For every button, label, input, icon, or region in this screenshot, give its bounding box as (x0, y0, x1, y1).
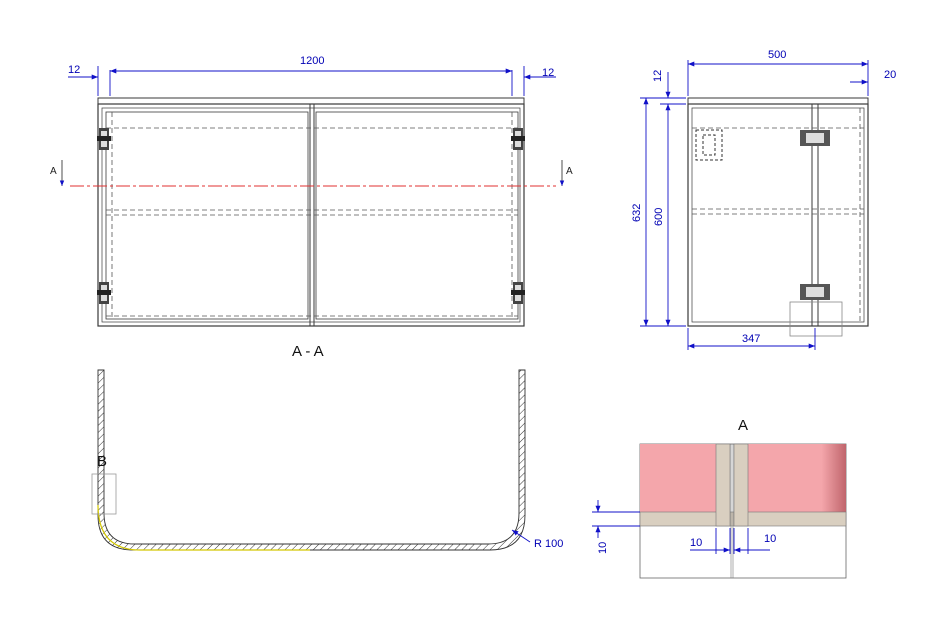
depth-dimension: 500 (768, 49, 786, 61)
detail-view: A 10 10 10 (592, 417, 847, 579)
section-marker-right: A (566, 166, 573, 177)
section-marker-left: A (50, 166, 57, 177)
section-view: A - A B R 100 (91, 343, 563, 551)
door-width-dimension: 347 (742, 333, 760, 345)
hinge-icon (695, 129, 723, 161)
gap-right-dimension: 10 (764, 533, 776, 545)
detail-title: A (738, 417, 748, 434)
section-title: A - A (292, 343, 324, 360)
right-gap-dimension: 12 (542, 67, 554, 79)
overhang-dimension: 20 (884, 69, 896, 81)
top-gap-dimension: 12 (652, 70, 664, 82)
total-height-dimension: 632 (631, 204, 643, 222)
left-gap-dimension: 12 (68, 64, 80, 76)
thickness-dimension: 10 (597, 542, 609, 554)
width-dimension: 1200 (300, 55, 324, 67)
body-height-dimension: 600 (653, 208, 665, 226)
hinge-icon (800, 130, 830, 146)
side-view: 500 20 12 632 600 347 (631, 49, 896, 350)
hinge-icon (97, 282, 111, 304)
detail-callout: B (97, 453, 107, 470)
hinge-icon (97, 128, 111, 150)
hinge-icon (800, 284, 830, 300)
gap-left-dimension: 10 (690, 537, 702, 549)
hinge-icon (511, 282, 525, 304)
hinge-icon (511, 128, 525, 150)
radius-dimension: R 100 (534, 538, 563, 550)
front-view: A A 1200 12 12 (50, 55, 573, 327)
